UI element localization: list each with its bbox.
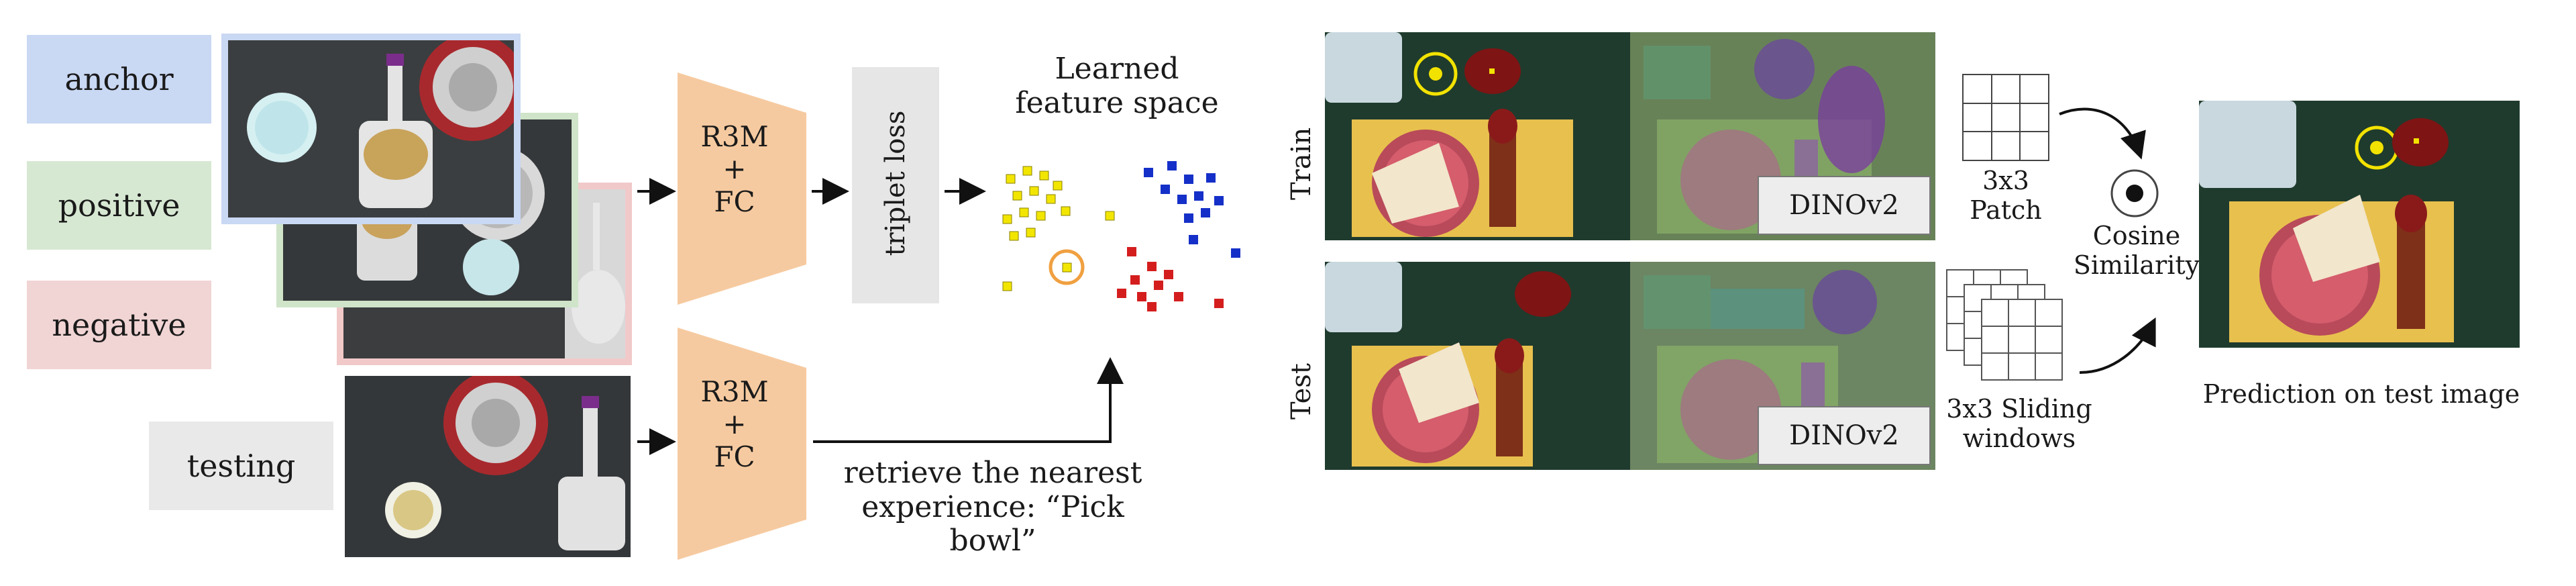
encoder-top-shape: [678, 72, 806, 305]
sliding-label-line1: 3x3 Sliding: [1946, 394, 2092, 424]
triplet-loss-box: triplet loss: [852, 67, 939, 303]
sliding-window-3: [1981, 299, 2063, 381]
feature-space-scatter: [1002, 161, 1240, 311]
cosine-label: Cosine Similarity: [2073, 221, 2200, 280]
red-cluster: [1117, 247, 1224, 311]
cosine-label-line1: Cosine: [2092, 221, 2181, 250]
retrieve-caption-line1: retrieve the nearest: [843, 456, 1142, 490]
cosine-similarity-icon: [2110, 169, 2159, 217]
sliding-label-line2: windows: [1962, 423, 2076, 453]
test-dino-label-box: DINOv2: [1758, 406, 1931, 465]
anchor-label-box: anchor: [27, 35, 211, 124]
encoder-bottom-label: R3M + FC: [678, 375, 792, 473]
anchor-label: anchor: [64, 61, 174, 97]
anchor-image: [221, 34, 521, 224]
patch-label-line1: 3x3: [1982, 166, 2029, 195]
prediction-caption: Prediction on test image: [2202, 379, 2520, 409]
retrieve-caption-line2: experience: “Pick bowl”: [861, 489, 1124, 558]
feature-space-title: Learned feature space: [986, 52, 1248, 120]
encoder-bottom-shape: [678, 328, 806, 560]
patch-grid-icon: [1962, 74, 2049, 161]
prediction-image: [2199, 101, 2520, 348]
train-dino-label: DINOv2: [1789, 190, 1899, 221]
test-dino-image: [1630, 262, 1935, 470]
encoder-top-line3: FC: [714, 185, 755, 218]
patch-label-line2: Patch: [1970, 195, 2042, 225]
positive-marker: [1049, 211, 1115, 285]
test-scene-image: [1325, 262, 1630, 470]
testing-image: [345, 376, 631, 557]
positive-label-box: positive: [27, 161, 211, 250]
train-scene-image: [1325, 32, 1630, 240]
encoder-bottom-line1: R3M: [700, 375, 769, 408]
retrieve-caption: retrieve the nearest experience: “Pick b…: [818, 456, 1167, 558]
encoder-top-line1: R3M: [700, 120, 769, 153]
train-dino-label-box: DINOv2: [1758, 176, 1931, 235]
positive-label: positive: [58, 187, 180, 224]
feature-space-title-line2: feature space: [1015, 85, 1219, 120]
testing-label: testing: [186, 448, 296, 484]
sliding-windows-icon: [1946, 269, 2063, 381]
encoder-bottom-line2: +: [722, 407, 747, 441]
test-dino-label: DINOv2: [1789, 420, 1899, 451]
feature-space-title-line1: Learned: [1055, 52, 1179, 86]
anchor-cluster: [1002, 166, 1071, 291]
negative-label: negative: [52, 307, 186, 343]
patch-label: 3x3 Patch: [1945, 166, 2066, 225]
encoder-bottom-line3: FC: [714, 440, 755, 473]
sliding-label: 3x3 Sliding windows: [1932, 394, 2106, 453]
encoder-top-label: R3M + FC: [678, 120, 792, 218]
testing-label-box: testing: [149, 422, 333, 510]
encoder-top-line2: +: [722, 152, 747, 186]
negative-label-box: negative: [27, 281, 211, 369]
cosine-label-line2: Similarity: [2073, 250, 2200, 280]
blue-cluster: [1144, 161, 1240, 258]
